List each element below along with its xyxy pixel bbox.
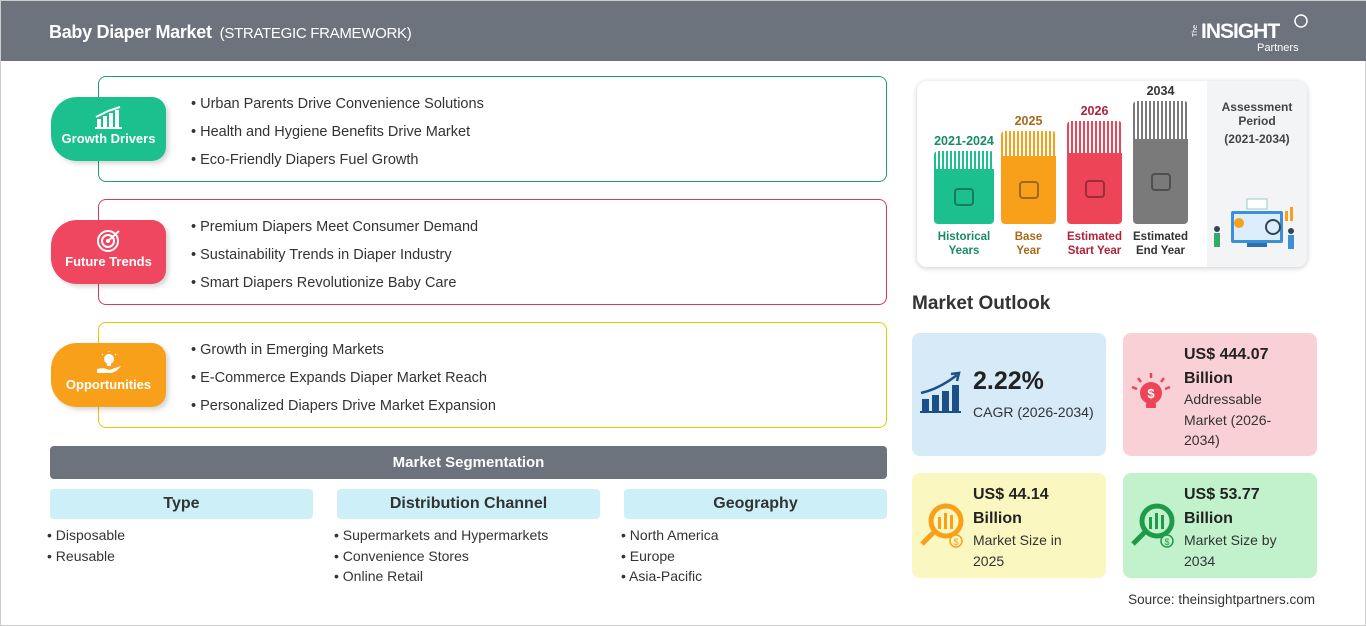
growth-chart-icon: [94, 106, 122, 129]
caption-line2: Start Year: [1067, 245, 1122, 257]
list-item: E-Commerce Expands Diaper Market Reach: [191, 370, 487, 386]
growth-chart-icon: [920, 371, 961, 413]
caption-line2: Year: [1016, 245, 1041, 257]
history-icon: [954, 187, 974, 206]
market-size-2025-label: Market Size in 2025: [973, 530, 1062, 571]
caption-line1: Estimated: [1067, 231, 1122, 243]
caption-line2: End Year: [1135, 245, 1185, 257]
calendar-icon: [1018, 181, 1039, 199]
list-item: Urban Parents Drive Convenience Solution…: [191, 96, 484, 112]
caption-line1: Base: [1014, 231, 1043, 243]
timeline-year: 2034: [1146, 84, 1175, 98]
growth-drivers-badge: Growth Drivers: [51, 97, 166, 161]
timeline-year: 2025: [1014, 114, 1043, 128]
label-line1: Market Size by: [1184, 532, 1277, 548]
money-lightbulb-icon: $: [1131, 373, 1171, 408]
label-line2: Market (2026-: [1184, 411, 1272, 428]
svg-text:Partners: Partners: [1257, 42, 1299, 54]
badge-label: Opportunities: [65, 377, 152, 392]
label-line1: Market Size in: [973, 532, 1062, 548]
subtitle: (STRATEGIC FRAMEWORK): [219, 25, 412, 42]
segment-header-type: Type: [50, 489, 313, 519]
header-bar: [1, 1, 1366, 61]
assessment-label-line1: Assessment: [1221, 100, 1293, 114]
segment-header-geography: Geography: [624, 489, 887, 519]
caption-line1: Historical: [937, 231, 991, 243]
segment-item: Online Retail: [334, 568, 423, 584]
segment-item: Disposable: [47, 527, 125, 543]
title-text: Baby Diaper Market: [49, 22, 212, 42]
segment-item: Asia-Pacific: [621, 568, 702, 584]
svg-text:$: $: [1164, 537, 1169, 547]
assessment-range: (2021-2034): [1224, 132, 1290, 146]
value-line1: US$ 53.77: [1184, 486, 1260, 503]
label-line1: Addressable: [1184, 391, 1262, 407]
timeline-bar-0: [934, 151, 994, 224]
svg-text:INSIGHT: INSIGHT: [1201, 20, 1280, 43]
value-line2: Billion: [1184, 510, 1233, 527]
label-line3: 2034): [1184, 432, 1220, 448]
timeline-year: 2026: [1080, 104, 1109, 118]
market-outlook-title: Market Outlook: [912, 293, 1051, 314]
opportunities-badge: Opportunities: [51, 343, 166, 407]
presentation-icon: [1150, 172, 1171, 191]
label-line2: 2034: [1184, 552, 1216, 569]
timeline-bar-2: [1067, 121, 1122, 224]
monitor-settings-icon: [1084, 179, 1105, 198]
timeline-bar-3: [1133, 101, 1188, 224]
segment-header-distribution: Distribution Channel: [337, 489, 600, 519]
timeline-bar-1: [1001, 131, 1056, 224]
value-line1: US$ 44.14: [973, 486, 1049, 503]
market-size-2034-label: Market Size by 2034: [1184, 530, 1277, 571]
segment-item: North America: [621, 527, 719, 543]
target-icon: [96, 230, 120, 252]
market-magnifier-icon: $: [1131, 503, 1175, 548]
svg-text:$: $: [1147, 386, 1155, 401]
list-item: Eco-Friendly Diapers Fuel Growth: [191, 152, 418, 168]
segment-item: Europe: [621, 548, 675, 564]
caption-line1: Estimated: [1133, 231, 1188, 243]
cagr-value: 2.22%: [973, 367, 1044, 395]
badge-label: Growth Drivers: [61, 131, 156, 146]
timeline-year: 2021-2024: [934, 134, 994, 148]
badge-label: Future Trends: [65, 254, 152, 269]
list-item: Personalized Diapers Drive Market Expans…: [191, 398, 496, 414]
market-magnifier-icon: $: [920, 503, 964, 548]
segment-item: Supermarkets and Hypermarkets: [334, 527, 548, 543]
list-item: Premium Diapers Meet Consumer Demand: [191, 219, 478, 235]
list-item: Growth in Emerging Markets: [191, 342, 384, 358]
svg-text:$: $: [953, 537, 958, 547]
value-line1: US$ 444.07: [1184, 346, 1269, 363]
market-segmentation-header: Market Segmentation: [50, 446, 887, 479]
source-note: Source: theinsightpartners.com: [1128, 592, 1315, 607]
value-line2: Billion: [973, 510, 1022, 527]
page-title: Baby Diaper Market (STRATEGIC FRAMEWORK): [49, 22, 412, 43]
analytics-illustration-icon: [1211, 197, 1301, 258]
list-item: Smart Diapers Revolutionize Baby Care: [191, 275, 456, 291]
list-item: Health and Hygiene Benefits Drive Market: [191, 124, 470, 140]
assessment-label-line2: Period: [1238, 114, 1276, 128]
value-line2: Billion: [1184, 370, 1233, 387]
lightbulb-hand-icon: [96, 351, 121, 373]
segment-item: Reusable: [47, 548, 115, 564]
list-item: Sustainability Trends in Diaper Industry: [191, 247, 451, 263]
future-trends-badge: Future Trends: [51, 220, 166, 284]
label-line2: 2025: [973, 552, 1005, 569]
segment-item: Convenience Stores: [334, 548, 469, 564]
svg-text:The: The: [1192, 25, 1199, 37]
caption-line2: Years: [948, 245, 980, 257]
cagr-label: CAGR (2026-2034): [973, 404, 1094, 420]
